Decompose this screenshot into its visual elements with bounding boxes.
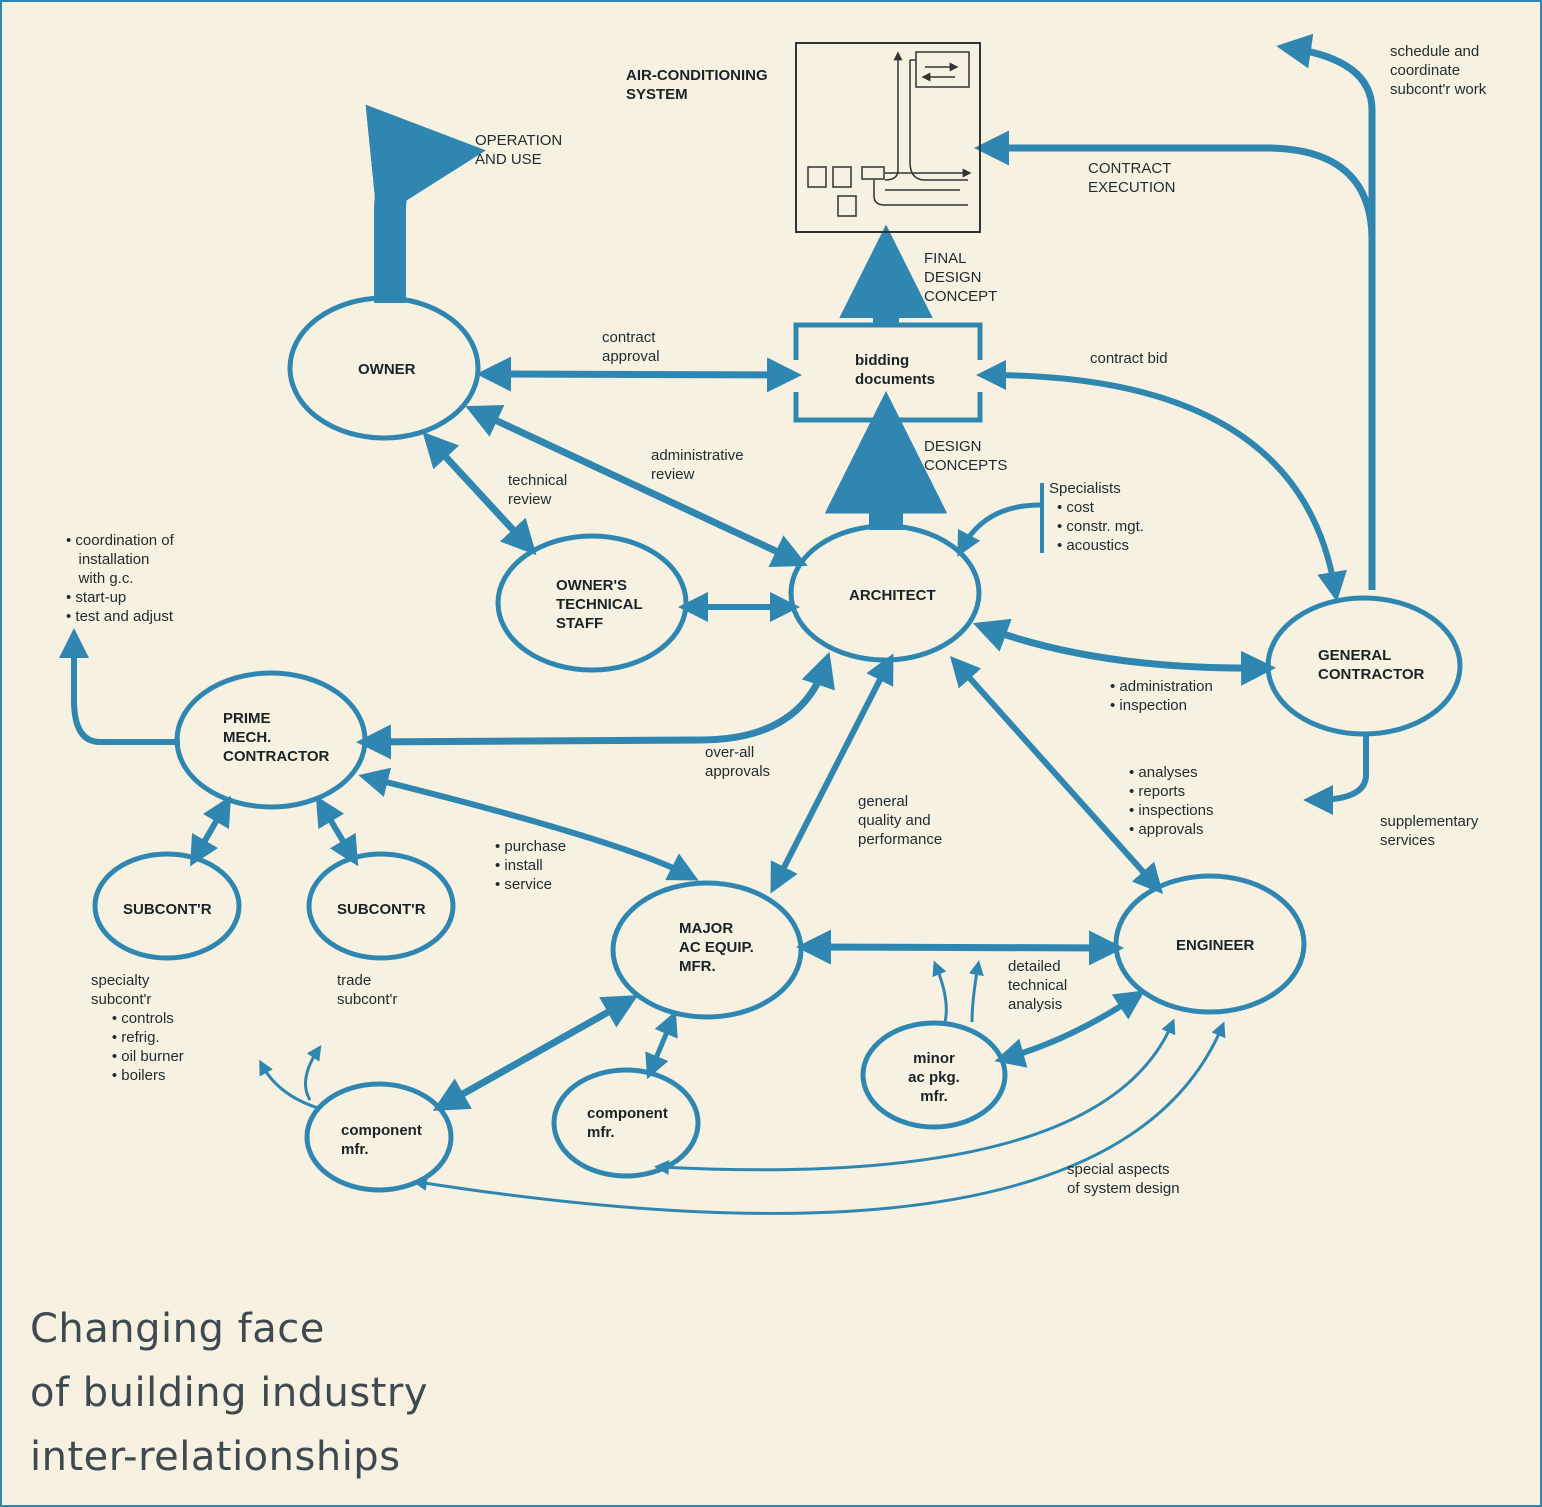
contract-approval-label: contract approval [602, 329, 660, 365]
title-line-3: inter-relationships [30, 1434, 401, 1480]
administrative-review-label: administrative review [651, 447, 744, 483]
over-all-approvals-label: over-all approvals [705, 744, 771, 780]
major-ac-label: MAJOR AC EQUIP. MFR. [679, 920, 754, 975]
component-loop-arrow-2 [304, 1045, 322, 1101]
engineer-label: ENGINEER [1176, 937, 1255, 954]
specialists-items: • cost • constr. mgt. • acoustics [1057, 499, 1144, 554]
general-quality-label: general quality and performance [858, 793, 943, 848]
trade-label: trade subcont'r [337, 972, 398, 1008]
component-loop-arrow-1 [259, 1059, 319, 1110]
minor-loop-arrow-2 [969, 960, 984, 1023]
schedule-label: schedule and coordinate subcont'r work [1390, 43, 1487, 98]
component-label-2: component mfr. [587, 1105, 668, 1141]
major-component2-arrow [645, 1010, 678, 1080]
architect-label: ARCHITECT [849, 587, 936, 604]
prime-sub1-arrow [189, 795, 232, 867]
architect-gc-arrow [972, 618, 1276, 686]
operation-arrow [365, 104, 486, 303]
prime-sub2-arrow [315, 795, 359, 867]
coordination-label: • coordination of installation with g.c.… [66, 532, 174, 625]
minor-ac-label: minor ac pkg. mfr. [908, 1050, 960, 1105]
subcontr-label-2: SUBCONT'R [337, 901, 426, 918]
subcontr-node-1 [92, 851, 242, 961]
prime-coordination-arrow [59, 628, 180, 745]
purchase-label: • purchase • install • service [495, 838, 567, 893]
general-contractor-label: GENERAL CONTRACTOR [1318, 647, 1425, 683]
bidding-gc-arrow [976, 360, 1347, 602]
contract-bid-label: contract bid [1090, 350, 1168, 367]
contract-execution-label: CONTRACT EXECUTION [1088, 160, 1176, 196]
owner-staff-arrow [422, 431, 537, 556]
special-aspects-label: special aspects of system design [1067, 1161, 1180, 1197]
subcontr-label-1: SUBCONT'R [123, 901, 212, 918]
owner-label: OWNER [358, 361, 416, 378]
prime-major-arrow [358, 767, 699, 881]
architect-engineer-arrow [949, 656, 1164, 894]
administration-label: • administration • inspection [1110, 678, 1213, 714]
final-design-label: FINAL DESIGN CONCEPT [924, 250, 998, 305]
bidding-documents-label: bidding documents [855, 352, 936, 388]
technical-review-label: technical review [508, 472, 568, 508]
ac-system-label: AIR-CONDITIONING SYSTEM [626, 67, 768, 103]
owners-staff-label: OWNER'S TECHNICAL STAFF [556, 577, 643, 632]
operation-use-label: OPERATION AND USE [475, 132, 563, 168]
engineer-component1-arrow [412, 1021, 1226, 1215]
supplementary-label: supplementary services [1380, 813, 1479, 849]
analyses-label: • analyses • reports • inspections • app… [1129, 764, 1214, 838]
title-line-1: Changing face [30, 1306, 325, 1352]
prime-mech-label: PRIME MECH. CONTRACTOR [223, 710, 330, 765]
title-line-2: of building industry [30, 1370, 429, 1416]
major-engineer-arrow [796, 929, 1124, 966]
detailed-analysis-label: detailed technical analysis [1008, 958, 1068, 1013]
ac-system-schematic [795, 42, 981, 233]
specialists-title: Specialists [1049, 480, 1121, 497]
design-concepts-label: DESIGN CONCEPTS [924, 438, 1008, 474]
supplementary-arrow [1303, 736, 1369, 815]
component-label-1: component mfr. [341, 1122, 422, 1158]
specialty-label: specialty subcont'r • controls • refrig.… [91, 972, 184, 1084]
owner-bidding-arrow [476, 356, 802, 393]
architect-major-arrow [770, 653, 894, 894]
specialists-arrow [957, 502, 1041, 557]
major-component1-arrow [432, 995, 639, 1111]
schedule-arrow [1276, 33, 1376, 240]
minor-loop-arrow-1 [932, 960, 948, 1023]
architect-prime-arrow [356, 651, 835, 760]
